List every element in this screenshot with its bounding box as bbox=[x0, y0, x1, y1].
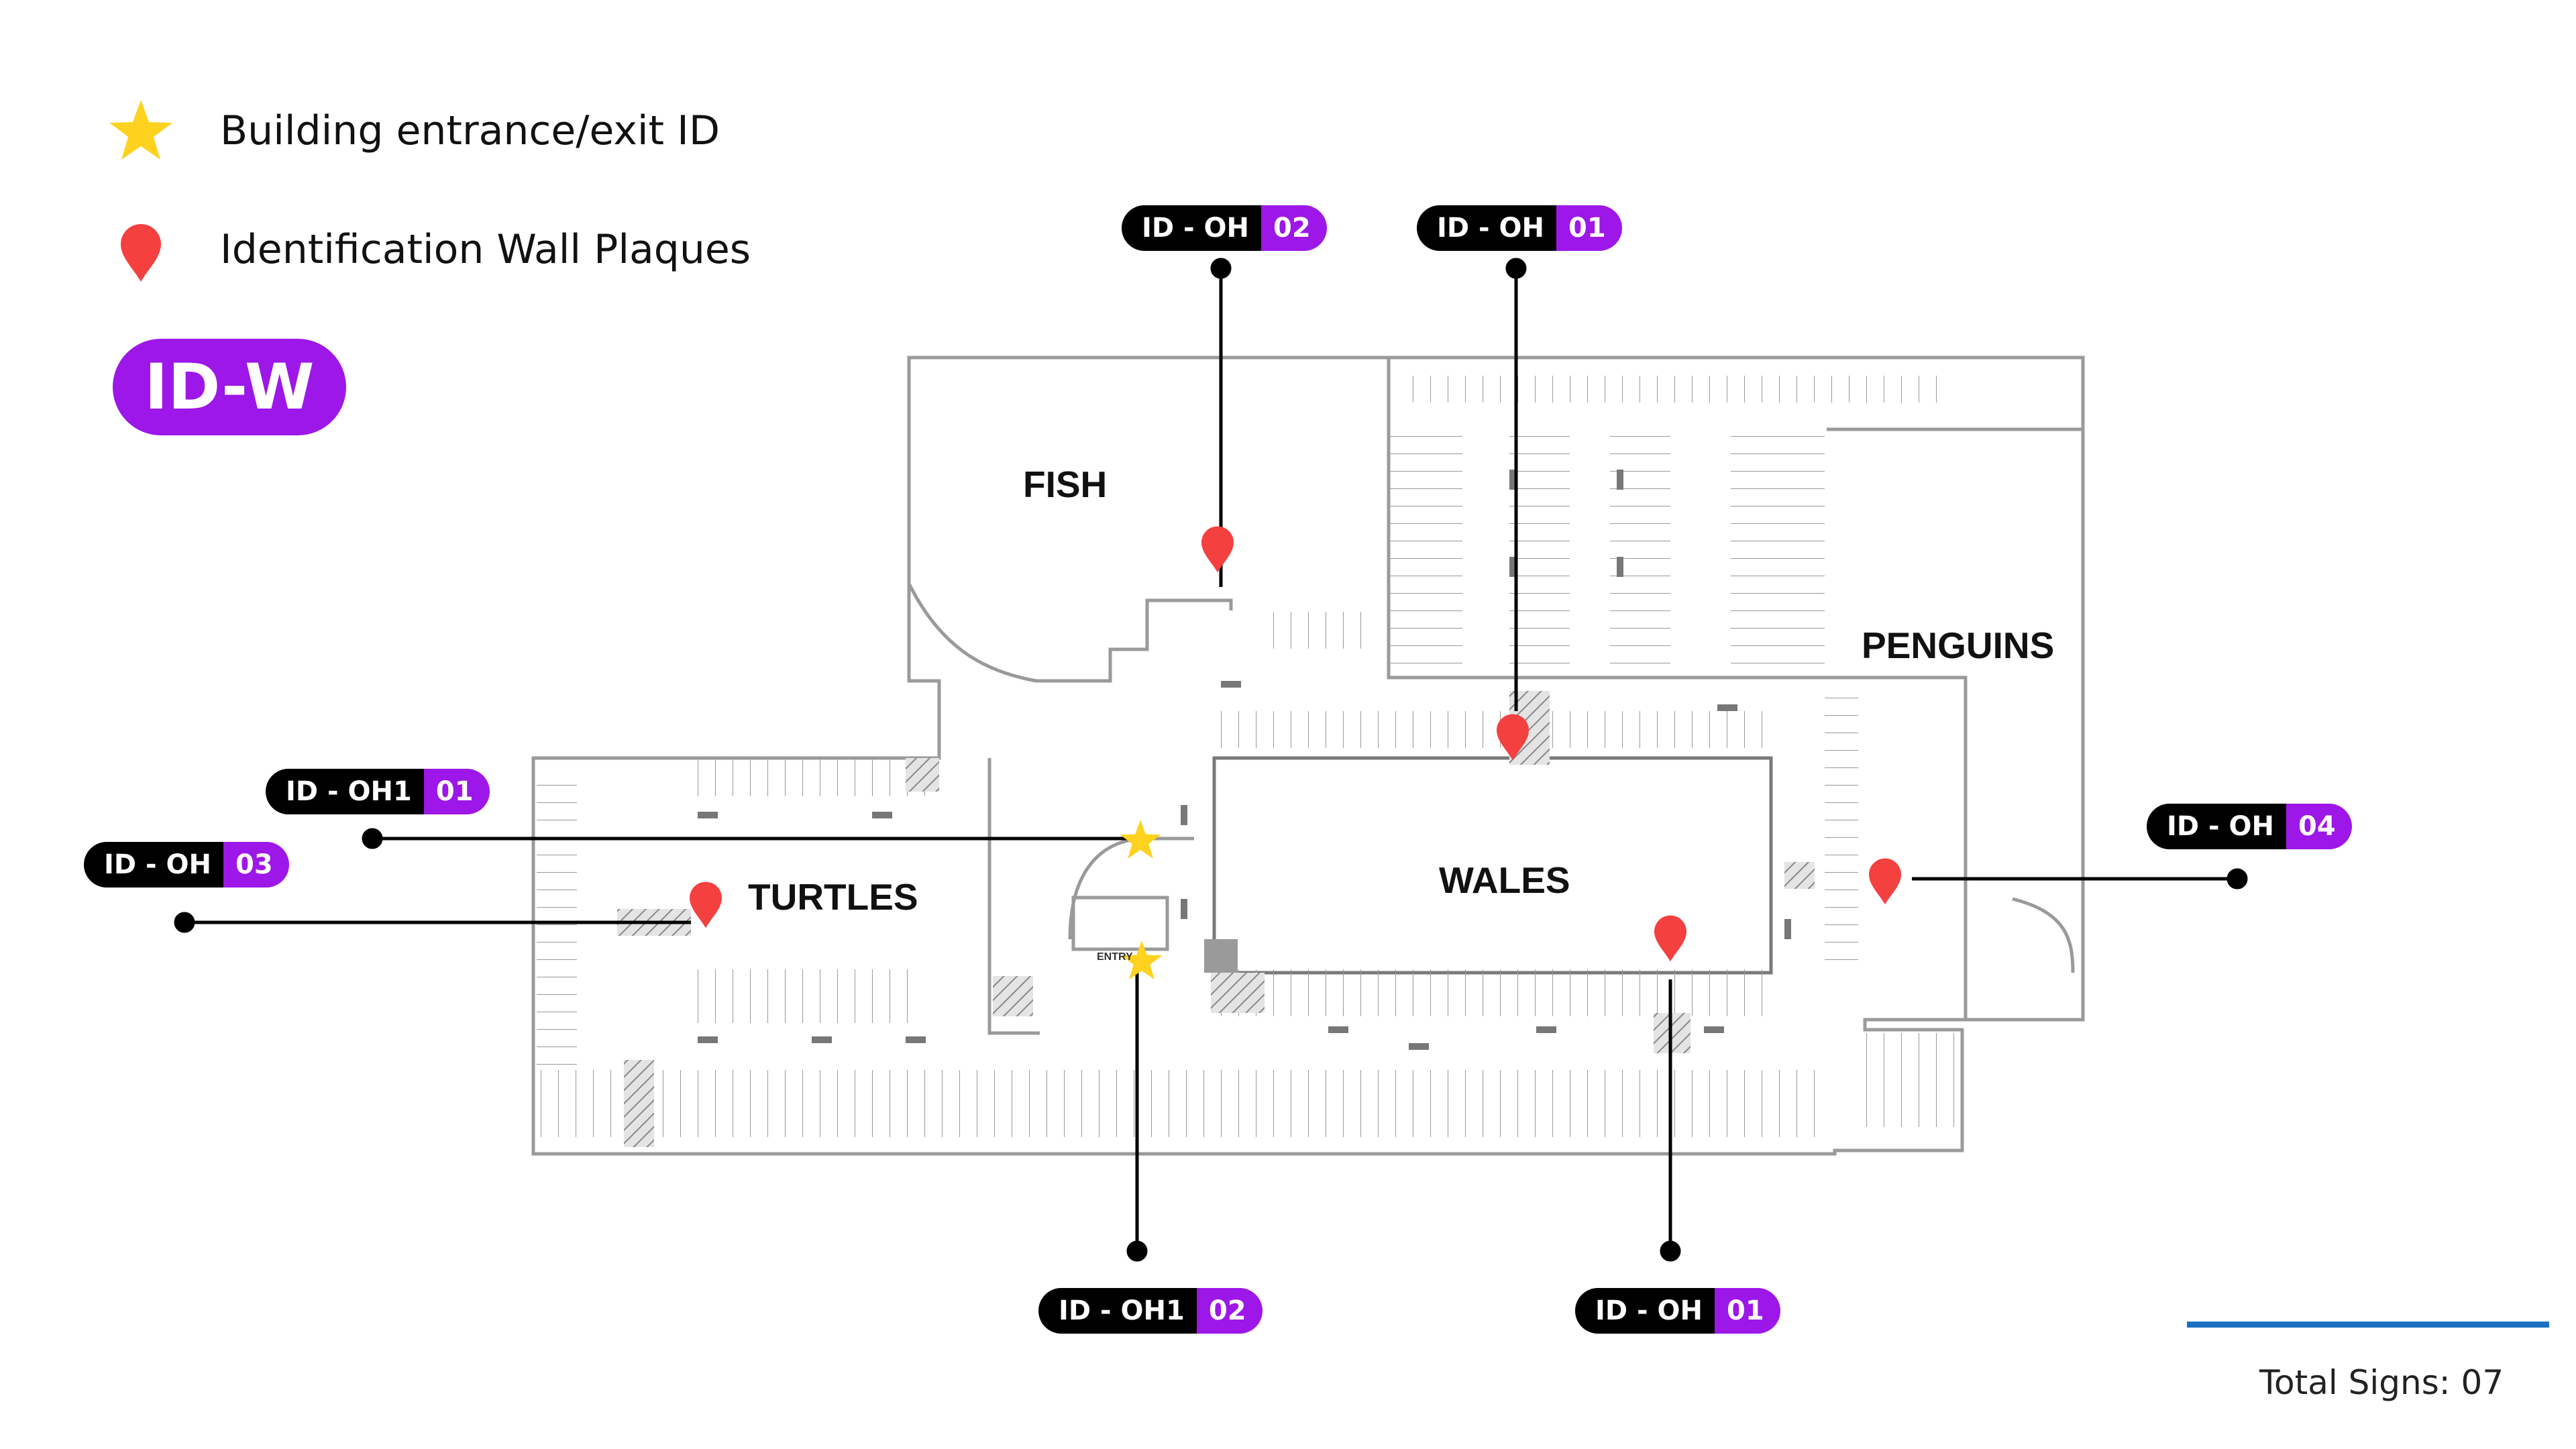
sign-tag-code: ID - OH bbox=[2147, 804, 2287, 849]
area-label-turtles: TURTLES bbox=[748, 876, 918, 918]
map-pin-icon bbox=[1654, 915, 1686, 962]
area-label-penguins: PENGUINS bbox=[1862, 625, 2055, 666]
entry-label: ENTRY bbox=[1097, 951, 1133, 963]
star-icon bbox=[1120, 820, 1161, 859]
entrance-markers bbox=[1120, 820, 1163, 979]
total-divider bbox=[2187, 1322, 2549, 1328]
legend-entrance: Building entrance/exit ID bbox=[107, 97, 720, 164]
plaque-markers bbox=[690, 526, 1901, 962]
sign-tag: ID - OH 01 bbox=[1417, 205, 1622, 251]
legend-plaque-label: Identification Wall Plaques bbox=[220, 226, 751, 273]
map-pin-icon bbox=[107, 216, 174, 283]
sign-tag-number: 01 bbox=[423, 769, 490, 814]
sign-tag: ID - OH 03 bbox=[84, 842, 289, 888]
sign-tag: ID - OH 04 bbox=[2147, 804, 2352, 849]
sign-tag-code: ID - OH bbox=[1417, 205, 1557, 251]
legend-entrance-label: Building entrance/exit ID bbox=[220, 107, 720, 154]
sign-tag-number: 02 bbox=[1261, 205, 1327, 251]
leader-lines bbox=[174, 258, 2248, 1262]
sign-tag-number: 01 bbox=[1715, 1288, 1780, 1334]
parking-stalls bbox=[537, 376, 1959, 1137]
map-pin-icon bbox=[1201, 526, 1234, 573]
total-signs: Total Signs: 07 bbox=[2259, 1363, 2504, 1402]
sign-tag-code: ID - OH bbox=[1575, 1288, 1715, 1334]
sign-tag-code: ID - OH bbox=[1122, 205, 1262, 251]
code-badge: ID-W bbox=[113, 339, 346, 435]
sign-tag-number: 01 bbox=[1556, 205, 1622, 251]
sign-tag-code: ID - OH bbox=[84, 842, 224, 888]
map-pin-icon bbox=[1497, 714, 1529, 761]
map-pin-icon bbox=[1869, 858, 1901, 905]
direction-arrows bbox=[698, 470, 1791, 1050]
sign-tag-number: 02 bbox=[1196, 1288, 1263, 1334]
sign-tag-number: 04 bbox=[2286, 804, 2352, 849]
sign-tag-code: ID - OH1 bbox=[266, 769, 424, 814]
map-pin-icon bbox=[690, 881, 722, 928]
sign-tag: ID - OH 02 bbox=[1122, 205, 1327, 251]
sign-tag: ID - OH 01 bbox=[1575, 1288, 1780, 1334]
star-icon bbox=[1121, 941, 1163, 979]
sign-tag-number: 03 bbox=[223, 842, 289, 888]
sign-tag: ID - OH1 02 bbox=[1038, 1288, 1263, 1334]
legend-plaque: Identification Wall Plaques bbox=[107, 216, 751, 283]
area-label-wales: WALES bbox=[1439, 859, 1570, 901]
sign-tag-code: ID - OH1 bbox=[1038, 1288, 1197, 1334]
star-icon bbox=[107, 97, 174, 164]
area-label-fish: FISH bbox=[1023, 464, 1108, 505]
sign-tag: ID - OH1 01 bbox=[266, 769, 490, 814]
